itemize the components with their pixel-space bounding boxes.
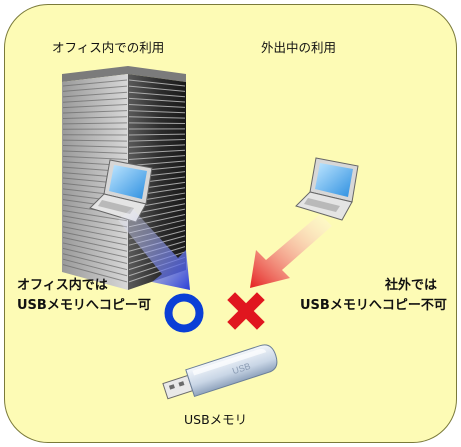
building-side-floor-line xyxy=(62,253,128,271)
building-side-floor-line xyxy=(62,258,128,277)
outside-use-header: 外出中の利用 xyxy=(261,40,337,55)
building-side-floor-line xyxy=(62,215,128,228)
building-side-floor-line xyxy=(62,264,128,283)
building-side-floor-line xyxy=(62,209,128,222)
building-floor-line xyxy=(128,97,186,103)
outside-caption-line1: 社外では xyxy=(385,278,438,293)
building-side-floor-line xyxy=(62,139,128,142)
building-floor-line xyxy=(128,116,186,119)
building-side-floor-line xyxy=(62,103,128,109)
building-floor-line xyxy=(128,122,186,124)
building-side-floor-line xyxy=(62,155,128,161)
outside-caption-line2: USBメモリへコピー不可 xyxy=(300,298,447,313)
building-floor-line xyxy=(128,103,186,108)
building-floor-line xyxy=(128,160,186,167)
building-side-floor-line xyxy=(62,91,128,98)
office-use-header: オフィス内での利用 xyxy=(52,40,165,55)
building-side-floor-line xyxy=(62,220,128,234)
building-side-floor-line xyxy=(62,247,128,265)
building-side-floor-line xyxy=(62,231,128,246)
building-floor-line xyxy=(128,155,186,161)
circle-ok-icon xyxy=(164,293,204,333)
building-side-floor-line xyxy=(62,85,128,92)
building-side-floor-line xyxy=(62,150,128,154)
building-floor-line xyxy=(128,149,186,154)
building-side-floor-line xyxy=(62,110,128,114)
building-floor-line xyxy=(128,133,186,136)
building-floor-line xyxy=(128,139,186,142)
building-side-floor-line xyxy=(62,226,128,240)
building-floor-line xyxy=(128,91,186,98)
building-side-floor-line xyxy=(62,237,128,252)
office-caption-line1: オフィス内では xyxy=(17,278,108,293)
building-side-floor-line xyxy=(62,116,128,119)
building-side-floor-line xyxy=(62,242,128,258)
building-floor-line xyxy=(128,110,186,114)
building-side-floor-line xyxy=(62,145,128,148)
mobile-laptop-icon xyxy=(295,157,359,221)
building-side-floor-line xyxy=(62,122,128,125)
building-side-floor-line xyxy=(62,97,128,103)
building-side-floor-line xyxy=(62,79,128,87)
building-floor-line xyxy=(128,144,186,148)
denied-copy-arrow-icon xyxy=(250,214,332,288)
cross-ng-icon xyxy=(227,292,265,330)
building-floor-line xyxy=(128,85,186,92)
usb-memory-icon: USB xyxy=(162,344,278,400)
usb-memory-label: USBメモリ xyxy=(184,412,248,427)
building-floor-line xyxy=(128,79,186,87)
allowed-copy-arrow-icon xyxy=(118,208,190,290)
office-building-icon xyxy=(62,66,186,290)
office-caption-line2: USBメモリへコピー可 xyxy=(17,298,151,313)
